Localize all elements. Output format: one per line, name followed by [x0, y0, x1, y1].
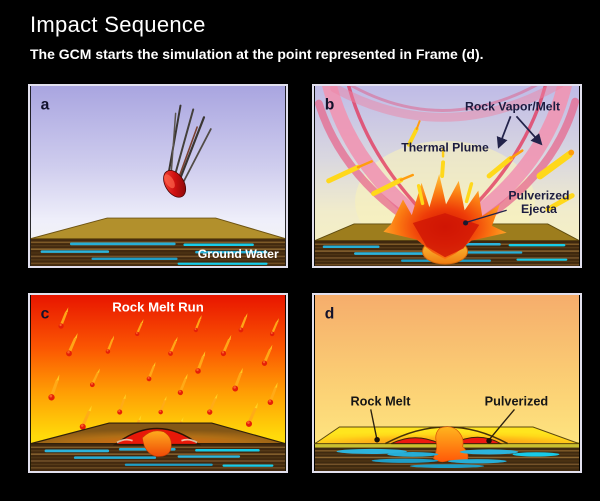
explosion-core — [412, 213, 480, 258]
rock-vapor-melt-label: Rock Vapor/Melt — [465, 99, 560, 113]
panel-c-letter: c — [41, 305, 50, 322]
plateau-ground-a — [30, 217, 286, 240]
pulverized-ejecta-label-line1: Pulverized — [508, 188, 569, 202]
panel-c-illustration: c Rock Melt Run — [30, 295, 286, 471]
panel-d-illustration: d Rock Melt Pulverized — [314, 295, 580, 471]
panel-b-impact-plume: b Rock Vapor/Melt Thermal Plume Pulveriz… — [312, 84, 582, 268]
panel-d-gcm-start-state: d Rock Melt Pulverized — [312, 293, 582, 473]
figure-subtitle: The GCM starts the simulation at the poi… — [30, 46, 484, 62]
rock-vapor-streaks — [326, 120, 575, 212]
panel-a-pre-impact: a Ground Water — [28, 84, 288, 268]
rock-melt-label: Rock Melt — [351, 393, 412, 408]
panel-b-letter: b — [325, 96, 335, 113]
panel-b-illustration: b Rock Vapor/Melt Thermal Plume Pulveriz… — [314, 86, 580, 266]
meteor-illustration — [163, 104, 212, 198]
pulverized-label: Pulverized — [485, 393, 549, 408]
thermal-plume-label: Thermal Plume — [401, 141, 489, 155]
pulverized-ejecta-label-line2: Ejecta — [521, 202, 557, 216]
ground-water-label: Ground Water — [198, 247, 279, 261]
pulverized-ejecta-pointer — [463, 209, 507, 226]
panel-d-letter: d — [325, 305, 335, 322]
rock-melt-pointer — [370, 409, 380, 443]
panel-c-melt-rain: c Rock Melt Run — [28, 293, 288, 473]
ground-water-streaks-d — [336, 448, 560, 468]
soil-layers-a — [30, 238, 286, 266]
figure-title: Impact Sequence — [30, 12, 206, 37]
panel-a-letter: a — [41, 96, 50, 113]
pulverized-pointer — [486, 408, 515, 444]
melt-dome-c — [112, 427, 202, 457]
rock-melt-run-label: Rock Melt Run — [112, 300, 204, 315]
panel-a-illustration: a Ground Water — [30, 86, 286, 266]
rock-vapor-melt-arrows — [496, 115, 543, 149]
ground-water-streaks-a — [40, 242, 268, 265]
